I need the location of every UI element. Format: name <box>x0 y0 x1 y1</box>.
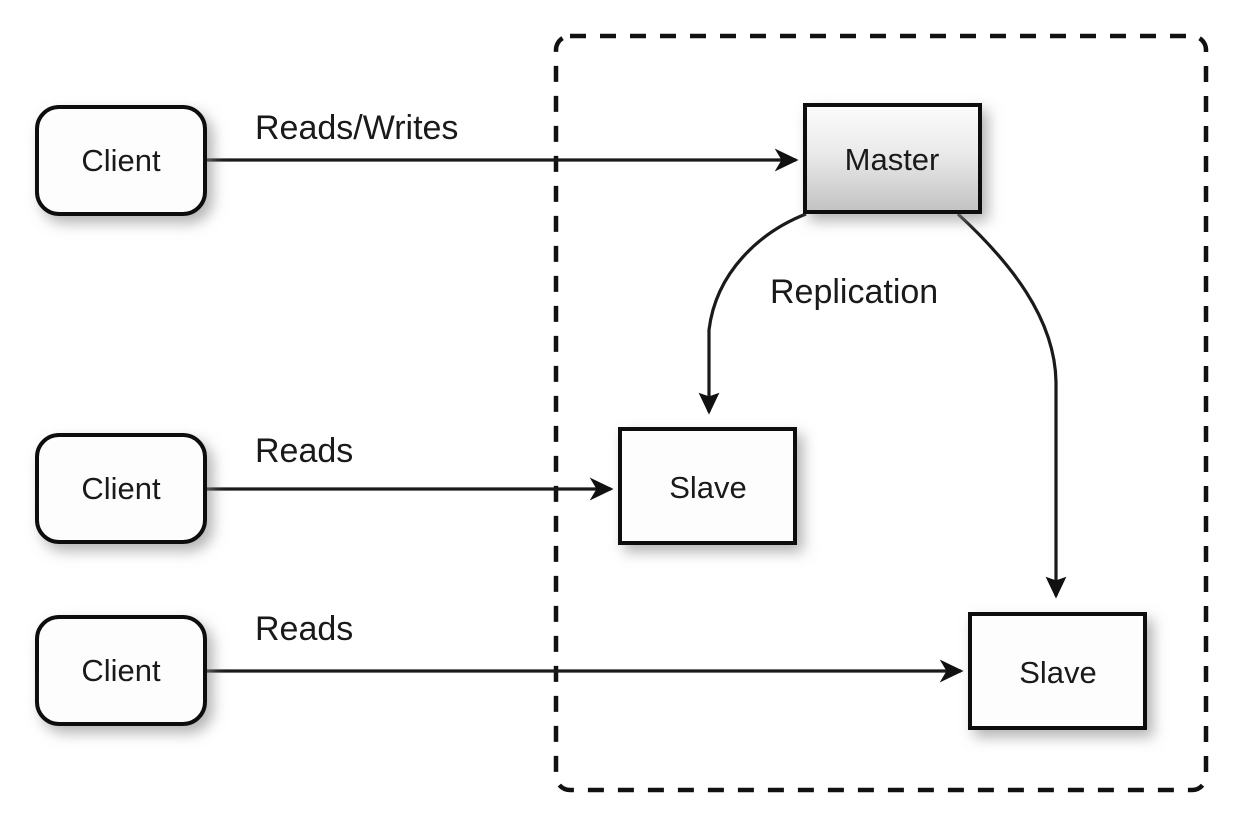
client-middle-shape <box>35 433 207 544</box>
slave-upper-label: Slave <box>669 470 747 505</box>
slave-upper-shape <box>618 427 797 545</box>
client-bottom-shape <box>35 615 207 726</box>
replication-cluster-boundary <box>553 33 1209 793</box>
edge-label-replication: Replication <box>770 273 938 311</box>
node-slave-upper[interactable]: Slave <box>618 427 797 545</box>
master-label: Master <box>845 142 940 177</box>
node-client-bottom[interactable]: Client <box>35 615 207 726</box>
client-bottom-label: Client <box>81 653 161 688</box>
node-slave-lower[interactable]: Slave <box>968 612 1147 730</box>
edge-label-reads-writes: Reads/Writes <box>255 109 458 147</box>
node-master[interactable]: Master <box>803 103 982 214</box>
edge-label-reads-upper: Reads <box>255 432 353 470</box>
master-shape <box>803 103 982 214</box>
edge-master-slave-lower <box>956 212 1067 599</box>
node-client-top[interactable]: Client <box>35 105 207 216</box>
edge-master-slave-upper <box>698 212 807 415</box>
slave-lower-label: Slave <box>1019 655 1097 690</box>
slave-lower-shape <box>968 612 1147 730</box>
client-top-shape <box>35 105 207 216</box>
node-client-middle[interactable]: Client <box>35 433 207 544</box>
client-middle-label: Client <box>81 471 161 506</box>
client-top-label: Client <box>81 143 161 178</box>
edge-label-reads-lower: Reads <box>255 610 353 648</box>
